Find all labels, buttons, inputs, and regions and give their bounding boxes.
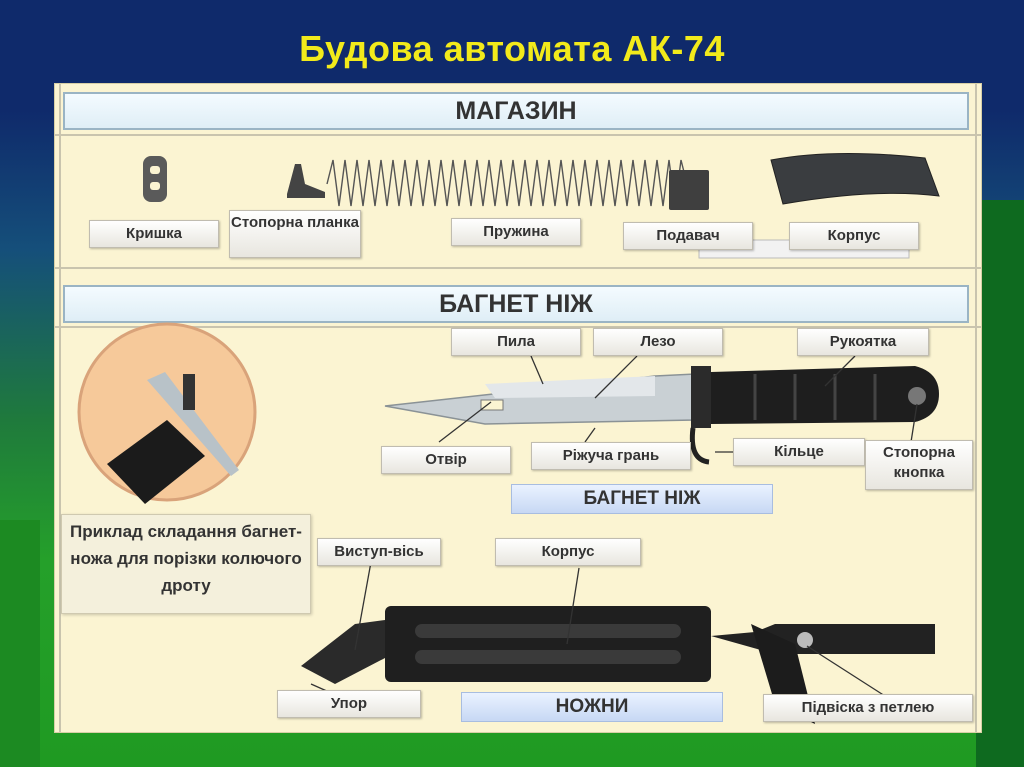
wire-cutter-inset-image [77, 322, 257, 504]
section-divider [55, 267, 981, 269]
panel-rule-left [59, 84, 61, 732]
sheath-heading: НОЖНИ [461, 692, 723, 722]
label-axis: Виступ-вісь [317, 538, 441, 566]
bayonet-heading: БАГНЕТ НІЖ [63, 285, 969, 323]
label-sheath-body: Корпус [495, 538, 641, 566]
spring-image [326, 159, 688, 207]
decor-stripe-left [0, 520, 40, 767]
label-stop-button: Стопорна кнопка [865, 440, 973, 490]
label-handle: Рукоятка [797, 328, 929, 356]
stop-plate-image [287, 164, 325, 198]
panel-rule-right [975, 84, 977, 732]
label-stop: Упор [277, 690, 421, 718]
label-hole: Отвір [381, 446, 511, 474]
label-blade: Лезо [593, 328, 723, 356]
bayonet-subheading: БАГНЕТ НІЖ [511, 484, 773, 514]
label-feeder: Подавач [623, 222, 753, 250]
bayonet-heading-rule [55, 326, 981, 328]
diagram-panel: МАГАЗИН БАГНЕТ НІЖ [54, 83, 982, 733]
magazine-cover-image [143, 156, 167, 202]
bayonet-knife-image [384, 366, 939, 465]
label-stop-plate: Стопорна планка [229, 210, 361, 258]
label-cover: Кришка [89, 220, 219, 248]
magazine-body-image [770, 152, 940, 205]
label-spring: Пружина [451, 218, 581, 246]
diagram-illustrations [77, 152, 940, 724]
sheath-image [301, 606, 935, 724]
label-ring: Кільце [733, 438, 865, 466]
label-cutting-edge: Ріжуча грань [531, 442, 691, 470]
label-loop: Підвіска з петлею [763, 694, 973, 722]
magazine-heading-rule [55, 134, 981, 136]
feeder-image [669, 170, 709, 210]
magazine-heading: МАГАЗИН [63, 92, 969, 130]
label-saw: Пила [451, 328, 581, 356]
label-magazine-body: Корпус [789, 222, 919, 250]
folding-example-caption: Приклад складання багнет-ножа для порізк… [61, 514, 311, 614]
slide-title: Будова автомата АК-74 [299, 28, 725, 69]
decor-stripe-right [976, 200, 1024, 767]
